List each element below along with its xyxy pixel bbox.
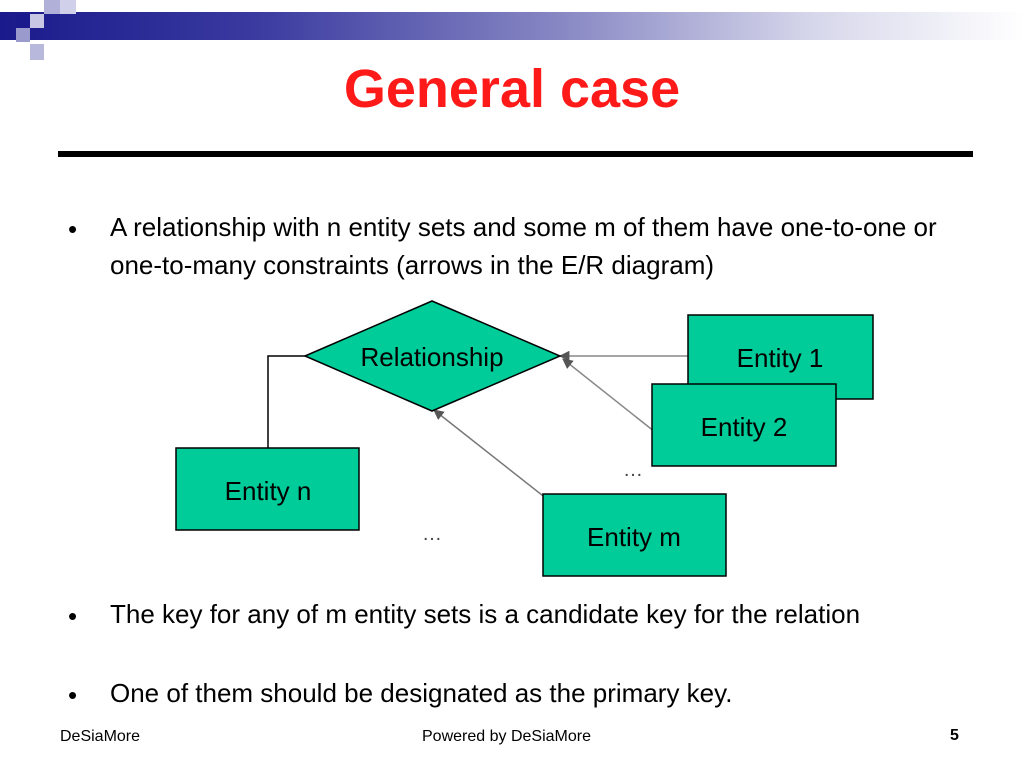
decor-square-light [44, 0, 60, 14]
entity-1-label: Entity 1 [737, 343, 824, 373]
footer-left: DeSiaMore [60, 728, 141, 745]
relationship-diamond [303, 300, 562, 412]
connector-entity2 [562, 358, 656, 433]
bullet-marker: • [68, 680, 78, 710]
page-title: General case [343, 59, 681, 119]
connector-entityn [267, 355, 305, 448]
ellipsis-right: … [623, 459, 643, 481]
footer-center: Powered by DeSiaMore [422, 728, 591, 745]
entity-n-box [175, 447, 360, 531]
decor-square-light [30, 14, 44, 28]
page-number: 5 [950, 727, 959, 744]
ellipsis-left: … [422, 523, 442, 545]
bullet-marker: • [68, 601, 78, 631]
bullet-text-3: One of them should be designated as the … [110, 678, 733, 708]
title-divider [58, 151, 973, 157]
decor-square-light [16, 28, 30, 42]
decor-square-light [30, 44, 44, 60]
entity-n-label: Entity n [225, 476, 312, 506]
bullet-text-2: The key for any of m entity sets is a ca… [110, 599, 861, 629]
entity-m-label: Entity m [587, 522, 681, 552]
bullet-marker: • [68, 214, 78, 244]
entity-m-box [542, 493, 727, 577]
relationship-label: Relationship [360, 342, 503, 372]
bullet-text-1: A relationship with n entity sets and so… [110, 212, 937, 280]
entity-2-label: Entity 2 [701, 412, 788, 442]
entity-2-box [651, 383, 837, 467]
decor-square-light [60, 0, 76, 14]
header-gradient-band [0, 12, 1024, 40]
decor-square-dark [16, 14, 30, 28]
